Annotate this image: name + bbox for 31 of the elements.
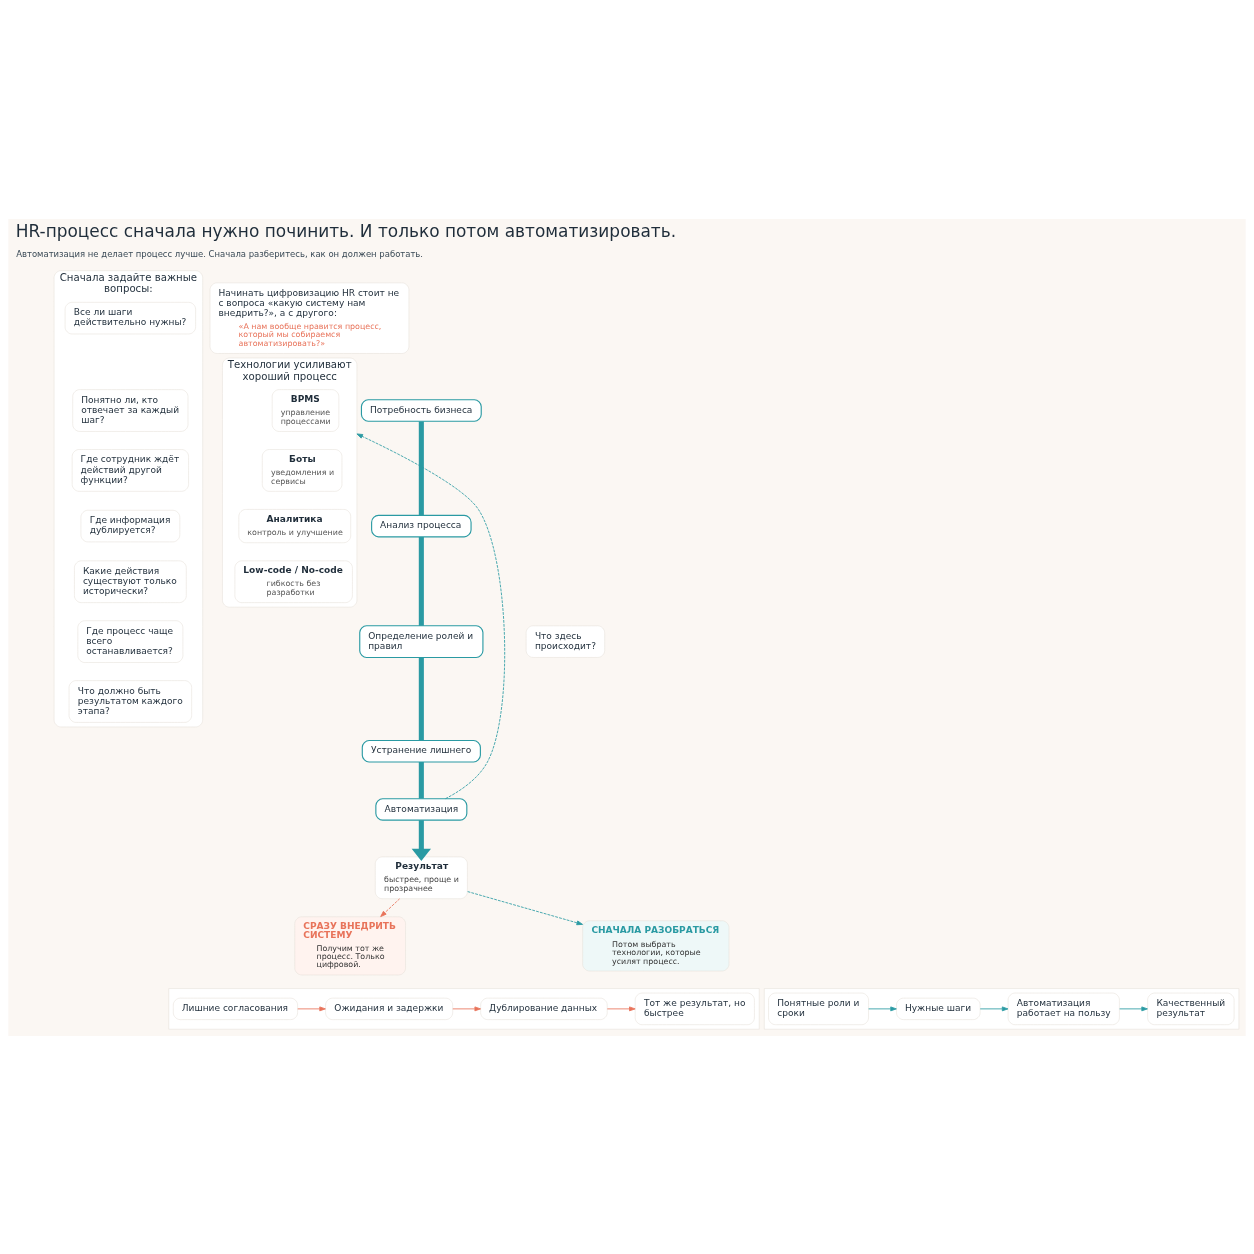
arrow [467,890,583,925]
cluster [764,987,1240,1029]
connector [418,420,424,515]
arrow [452,1005,481,1011]
connector [418,761,424,799]
arrow [411,819,432,861]
node-box: Анализ процесса [371,514,472,537]
node-box: Тот же результат, но быстрее [634,992,755,1025]
node-box: Что здесь происходит? [525,625,605,658]
arrow [606,1005,636,1011]
node-box: Лишние согласования [173,997,298,1020]
connector [418,536,424,626]
arrow [1119,1005,1148,1011]
arrow [868,1005,897,1011]
node-box: Определение ролей и правил [359,624,484,658]
node-box: Автоматизация работает на пользу [1007,992,1120,1025]
arrow [380,897,400,917]
node-box: Ожидания и задержки [325,997,453,1020]
node-box: Автоматизация [375,797,468,821]
node-box: Качественный результат [1147,992,1235,1025]
connector [418,657,424,740]
node-box: Дублирование данных [480,997,608,1020]
label: Автоматизация не делает процесс лучше. Сначала разберитесь, как он должен работать. [16,248,424,259]
arrow [979,1005,1009,1011]
node-box: Потребность бизнеса [360,398,482,422]
diagram-title: HR-процесс сначала нужно починить. И только потом автоматизировать. [15,220,677,241]
node-box: Устранение лишнего [361,739,481,763]
arrow [297,1005,326,1011]
node-box: Понятные роли и сроки [768,992,869,1025]
node-box: Нужные шаги [896,997,981,1020]
cluster [168,987,760,1029]
